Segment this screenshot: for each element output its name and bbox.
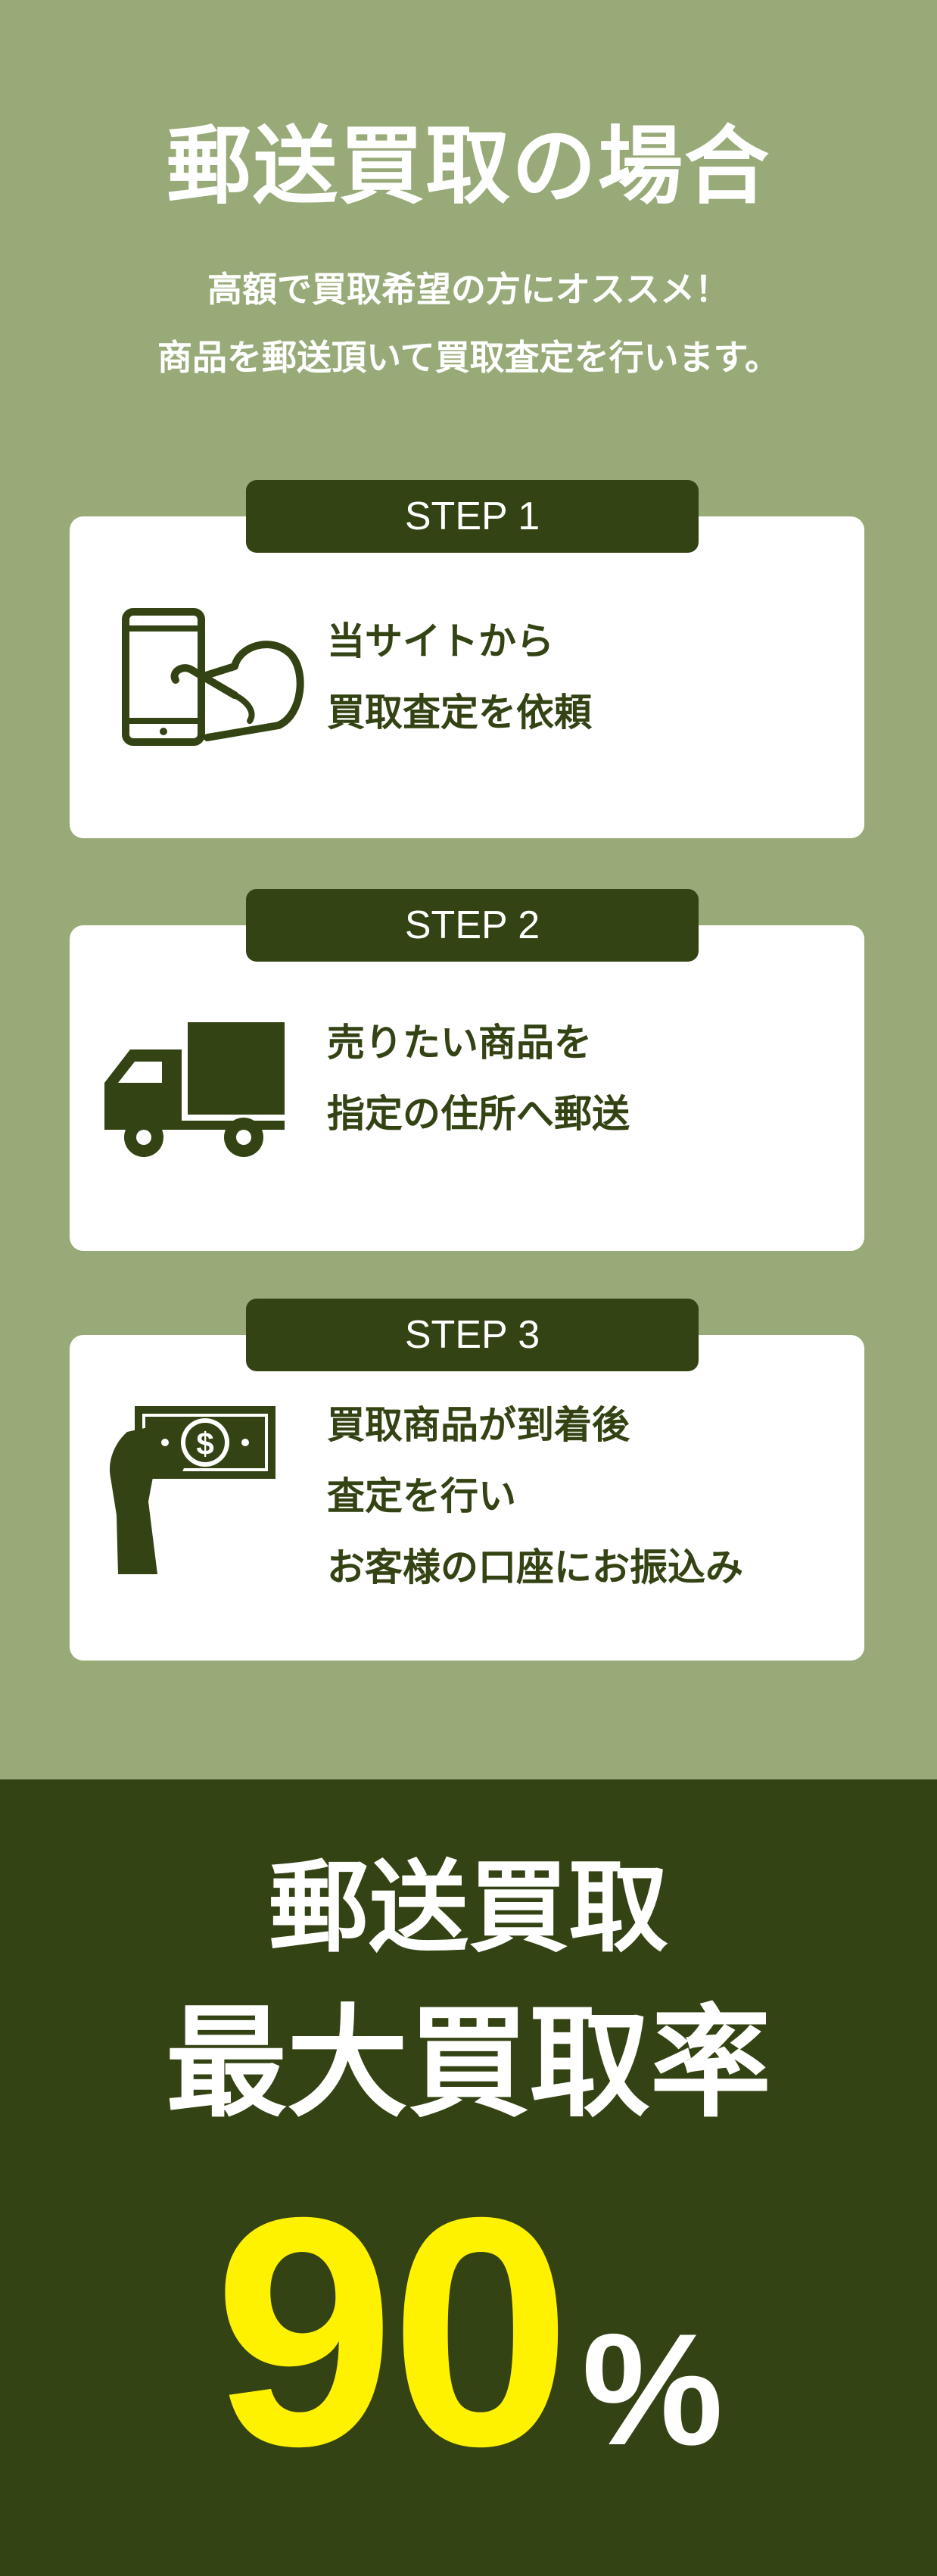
intro-line-2: 商品を郵送頂いて買取査定を行います。: [157, 337, 780, 378]
step-1-line-2: 買取査定を依頼: [327, 691, 592, 734]
smartphone-tap-icon: [122, 608, 304, 746]
summary-subheading: 最大買取率: [165, 1992, 771, 2134]
step-2-text: 売りたい商品を 指定の住所へ郵送: [327, 1007, 630, 1149]
step-2-card: 売りたい商品を 指定の住所へ郵送: [70, 925, 864, 1251]
step-2-line-2: 指定の住所へ郵送: [327, 1092, 630, 1136]
max-rate: 90%: [0, 2166, 937, 2499]
step-3-text: 買取商品が到着後 査定を行い お客様の口座にお振込み: [327, 1389, 743, 1603]
page-title: 郵送買取の場合: [167, 117, 770, 216]
step-1-label: STEP 1: [246, 480, 699, 553]
step-1-text: 当サイトから 買取査定を依頼: [327, 606, 592, 748]
max-rate-unit: %: [581, 2300, 724, 2478]
svg-text:$: $: [196, 1426, 213, 1461]
step-3-label: STEP 3: [246, 1299, 699, 1371]
step-1-card: 当サイトから 買取査定を依頼: [70, 516, 864, 838]
max-rate-section: [0, 1779, 937, 2576]
delivery-truck-icon: [104, 1022, 285, 1157]
intro-line-1: 高額で買取希望の方にオススメ！: [207, 269, 730, 310]
step-3-line-1: 買取商品が到着後: [327, 1403, 630, 1447]
summary-heading: 郵送買取: [269, 1850, 668, 1966]
step-3-card: $ 買取商品が到着後 査定を行い お客様の口座にお振込み: [70, 1335, 864, 1661]
max-rate-value: 90: [213, 2150, 571, 2514]
step-2-label: STEP 2: [246, 889, 699, 962]
cash-payment-icon: $: [109, 1406, 275, 1574]
step-2-line-1: 売りたい商品を: [327, 1021, 592, 1065]
step-3-line-2: 査定を行い: [327, 1474, 516, 1518]
step-1-line-1: 当サイトから: [327, 619, 554, 663]
step-3-line-3: お客様の口座にお振込み: [327, 1545, 743, 1589]
